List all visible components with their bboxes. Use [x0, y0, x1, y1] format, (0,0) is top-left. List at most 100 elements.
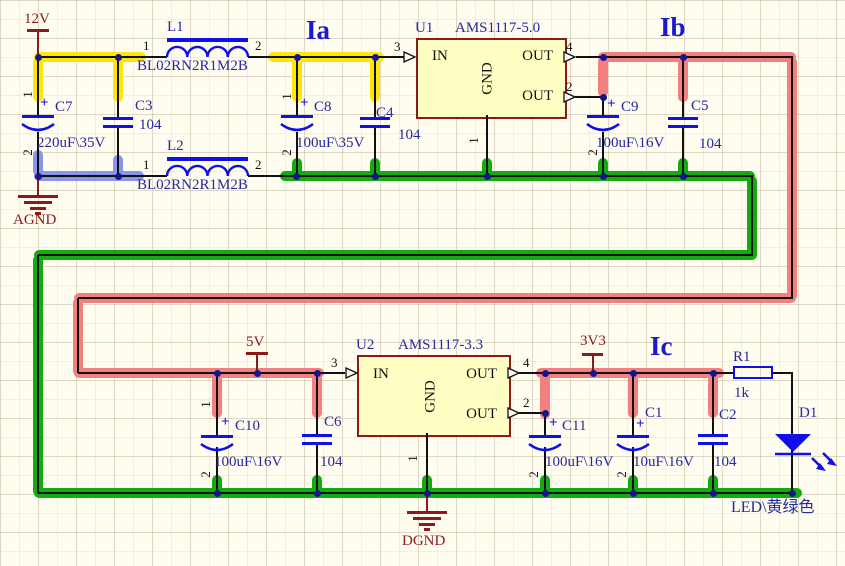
c9-value[interactable]: 100uF\16V [596, 135, 665, 151]
power-port-3v3[interactable]: 3V3 [580, 333, 606, 349]
wire[interactable] [791, 57, 793, 298]
wire[interactable] [38, 56, 167, 58]
capacitor-plate[interactable] [281, 115, 313, 118]
wire[interactable] [117, 127, 119, 176]
c9-refdes[interactable]: C9 [621, 99, 639, 115]
wire[interactable] [316, 373, 318, 434]
inductor-bar[interactable] [167, 38, 248, 42]
capacitor-plate[interactable] [617, 435, 649, 438]
wire[interactable] [486, 115, 488, 176]
c2-value[interactable]: 104 [714, 454, 737, 470]
inductor-coil[interactable] [165, 45, 250, 58]
c8-value[interactable]: 100uF\35V [296, 135, 365, 151]
capacitor-curved-plate[interactable] [279, 122, 315, 136]
wire[interactable] [426, 493, 428, 512]
wire[interactable] [38, 492, 793, 494]
wire[interactable] [791, 373, 793, 493]
wire[interactable] [374, 127, 376, 176]
l1-value[interactable]: BL02RN2R1M2B [137, 58, 248, 74]
ic-u1-body[interactable]: IN OUT OUT GND [416, 38, 567, 119]
wire[interactable] [751, 176, 753, 255]
r1-refdes[interactable]: R1 [733, 349, 751, 365]
capacitor-plate[interactable] [103, 125, 133, 128]
c6-value[interactable]: 104 [320, 454, 343, 470]
inductor-bar[interactable] [167, 157, 248, 161]
capacitor-plate[interactable] [201, 435, 233, 438]
d1-refdes[interactable]: D1 [799, 405, 818, 421]
power-port-agnd-label[interactable]: AGND [13, 212, 57, 228]
c6-refdes[interactable]: C6 [324, 414, 342, 430]
u1-refdes[interactable]: U1 [415, 20, 434, 36]
r1-value[interactable]: 1k [734, 385, 749, 401]
wire[interactable] [602, 132, 604, 176]
ic-u2-body[interactable]: IN OUT OUT GND [357, 355, 511, 437]
wire[interactable] [519, 412, 545, 414]
wire[interactable] [682, 57, 684, 117]
l2-refdes[interactable]: L2 [167, 138, 184, 154]
c4-value[interactable]: 104 [398, 127, 421, 143]
capacitor-plate[interactable] [302, 442, 332, 445]
power-port-5v[interactable]: 5V [246, 334, 265, 350]
wire[interactable] [426, 433, 428, 493]
wire[interactable] [296, 132, 298, 176]
wire[interactable] [216, 373, 218, 435]
c3-value[interactable]: 104 [139, 117, 162, 133]
capacitor-plate[interactable] [360, 125, 390, 128]
power-port-12v[interactable]: 12V [24, 11, 50, 27]
capacitor-plate[interactable] [360, 117, 390, 120]
wire[interactable] [37, 32, 39, 57]
wire[interactable] [77, 298, 79, 373]
capacitor-plate[interactable] [698, 434, 728, 437]
c3-refdes[interactable]: C3 [135, 98, 153, 114]
wire[interactable] [248, 175, 753, 177]
capacitor-curved-plate[interactable] [585, 122, 621, 136]
wire[interactable] [773, 372, 793, 374]
wire[interactable] [682, 127, 684, 176]
capacitor-plate[interactable] [587, 115, 619, 118]
capacitor-plate[interactable] [698, 442, 728, 445]
wire[interactable] [374, 57, 376, 117]
power-port-dgnd-label[interactable]: DGND [402, 533, 446, 549]
capacitor-curved-plate[interactable] [615, 442, 651, 456]
wire[interactable] [632, 447, 634, 493]
capacitor-curved-plate[interactable] [20, 122, 56, 136]
wire[interactable] [575, 96, 603, 98]
capacitor-plate[interactable] [668, 125, 698, 128]
capacitor-curved-plate[interactable] [199, 442, 235, 456]
wire[interactable] [78, 297, 793, 299]
r1-body[interactable] [733, 366, 773, 379]
capacitor-plate[interactable] [22, 115, 54, 118]
wire[interactable] [602, 97, 604, 115]
wire[interactable] [38, 254, 753, 256]
wire[interactable] [519, 372, 733, 374]
wire[interactable] [316, 444, 318, 493]
net-highlight[interactable] [598, 57, 608, 97]
capacitor-curved-plate[interactable] [527, 442, 563, 456]
wire[interactable] [37, 255, 39, 493]
net-highlight[interactable] [540, 373, 550, 419]
u2-part-number[interactable]: AMS1117-3.3 [398, 337, 484, 353]
wire[interactable] [592, 356, 594, 373]
c10-value[interactable]: 100uF\16V [214, 454, 283, 470]
d1-value[interactable]: LED\黄绿色 [731, 499, 815, 516]
wire[interactable] [712, 444, 714, 493]
net-label-ia[interactable]: Ia [306, 15, 331, 45]
capacitor-plate[interactable] [302, 434, 332, 437]
wire[interactable] [38, 175, 167, 177]
wire[interactable] [248, 56, 406, 58]
wire[interactable] [632, 373, 634, 435]
c10-refdes[interactable]: C10 [235, 418, 261, 434]
c1-refdes[interactable]: C1 [645, 405, 663, 421]
c7-refdes[interactable]: C7 [55, 99, 73, 115]
capacitor-plate[interactable] [668, 117, 698, 120]
l1-refdes[interactable]: L1 [167, 19, 184, 35]
l2-value[interactable]: BL02RN2R1M2B [137, 177, 248, 193]
wire[interactable] [216, 447, 218, 493]
c2-refdes[interactable]: C2 [719, 407, 737, 423]
wire[interactable] [117, 57, 119, 117]
c5-refdes[interactable]: C5 [691, 98, 709, 114]
wire[interactable] [37, 57, 39, 115]
c11-refdes[interactable]: C11 [562, 418, 587, 434]
wire[interactable] [37, 132, 39, 176]
